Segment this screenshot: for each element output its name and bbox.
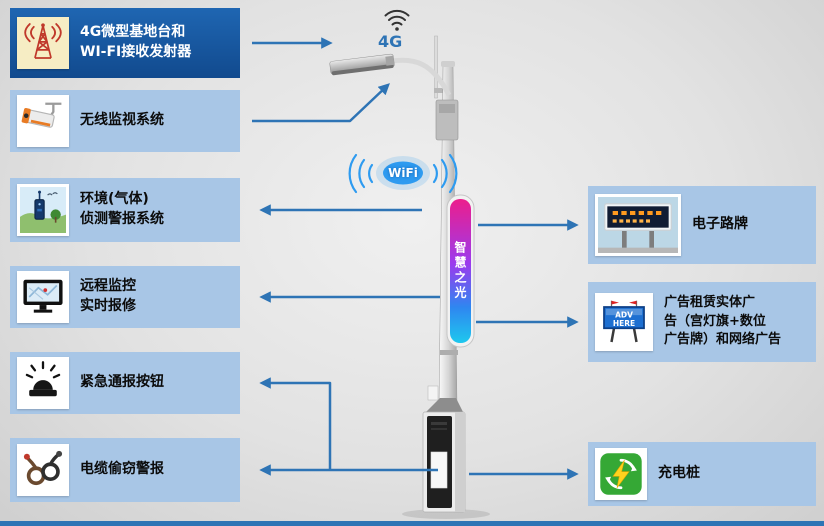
feature-box-4g-base-station: 4G微型基地台和 WI-FI接收发射器: [10, 8, 240, 78]
wifi-signal-icon: [348, 153, 458, 194]
environment-sensor-icon: [17, 184, 69, 236]
antenna-tower-icon: [17, 17, 69, 69]
bottom-accent-bar: [0, 521, 824, 526]
4g-label: 4G: [378, 32, 403, 51]
feature-box-emergency-button: 紧急通报按钮: [10, 352, 240, 414]
antenna-rod: [434, 35, 438, 99]
cabinet-side: [455, 412, 465, 512]
banner-display: [450, 199, 471, 343]
monitor-icon: [17, 271, 69, 323]
banner-text: 智慧之光: [453, 241, 467, 301]
feature-label: 远程监控 实时报修: [80, 278, 136, 314]
feature-label: 充电桩: [658, 465, 700, 482]
cabinet-slot: [431, 428, 447, 430]
lamp-head: [329, 53, 395, 76]
connector-arrows: [252, 37, 579, 480]
charging-pile-icon: [595, 448, 647, 500]
feature-box-advertising: ADV HERE 广告租赁实体广 告（宫灯旗+数位 广告牌）和网络广告: [588, 282, 816, 362]
cable-icon: [17, 444, 69, 496]
led-roadsign-icon: [595, 194, 681, 256]
billboard-text-line1: ADV: [615, 311, 633, 320]
pole-cap: [441, 61, 455, 67]
feature-label: 电子路牌: [692, 216, 748, 233]
cctv-camera-icon: [17, 95, 69, 147]
equipment-box-vent: [439, 104, 455, 113]
street-pole: [329, 35, 475, 513]
arrow-emergency-button: [259, 377, 332, 470]
antenna-bracket: [434, 88, 448, 93]
feature-box-environment-detection: 环境(气体) 侦测警报系统: [10, 178, 240, 242]
pole-flange: [440, 350, 458, 355]
feature-box-remote-monitoring: 远程监控 实时报修: [10, 266, 240, 328]
feature-box-cable-theft-alarm: 电缆偷窃警报: [10, 438, 240, 502]
feature-box-wireless-surveillance: 无线监视系统: [10, 90, 240, 152]
4g-signal-icon: [384, 9, 410, 31]
feature-label: 环境(气体) 侦测警报系统: [80, 191, 164, 227]
pole-tag: [427, 385, 439, 401]
emergency-beacon-icon: [17, 357, 69, 409]
feature-label: 电缆偷窃警报: [80, 461, 164, 478]
feature-label: 无线监视系统: [80, 112, 164, 129]
lamp-arm: [391, 57, 452, 97]
feature-label: 紧急通报按钮: [80, 374, 164, 391]
cabinet-cap: [424, 398, 464, 414]
feature-box-electronic-roadsign: 电子路牌: [588, 186, 816, 264]
billboard-text-line2: HERE: [613, 319, 635, 328]
feature-box-charging-pile: 充电桩: [588, 442, 816, 506]
cabinet-logo: [431, 422, 447, 425]
billboard-icon: ADV HERE: [595, 293, 653, 351]
arrow-surveillance: [252, 83, 390, 123]
feature-label: 4G微型基地台和 WI-FI接收发射器: [80, 24, 192, 60]
wifi-label: WiFi: [388, 166, 418, 180]
feature-label: 广告租赁实体广 告（宫灯旗+数位 广告牌）和网络广告: [664, 294, 782, 348]
